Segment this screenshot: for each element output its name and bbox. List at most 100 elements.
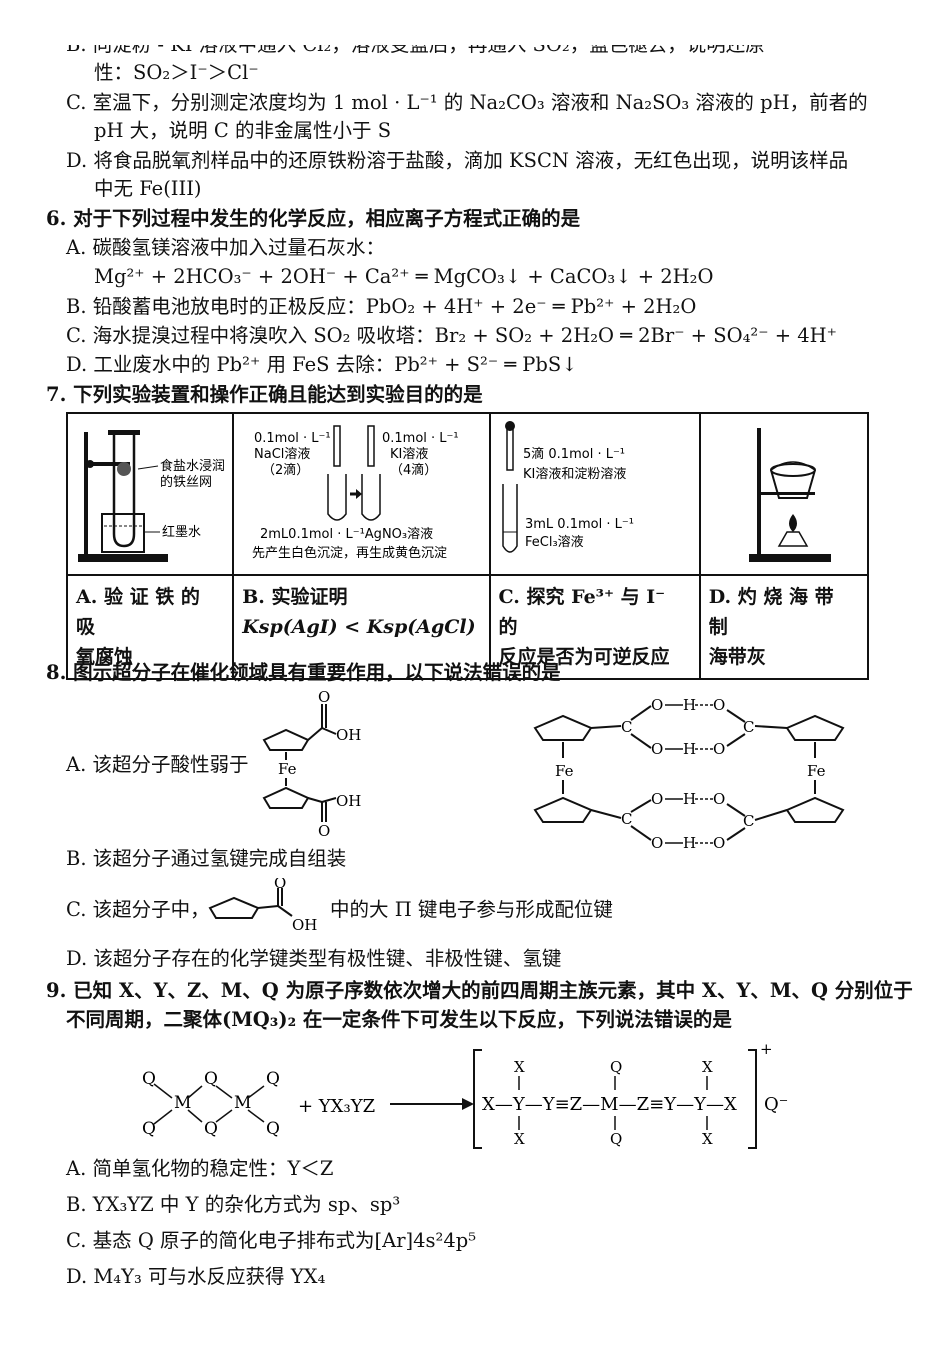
fig-a-label1: 食盐水浸润 (160, 458, 225, 474)
atom-fe: Fe (278, 760, 297, 778)
sub-x2: X (514, 1130, 525, 1148)
atom-h-3: H (683, 790, 696, 808)
dimer-q4: Q (204, 1119, 218, 1139)
q8-option-b: B. 该超分子通过氢键完成自组装 (66, 847, 347, 870)
dimer-m2: M (234, 1093, 251, 1113)
q6-option-a: A. 碳酸氢镁溶液中加入过量石灰水： (66, 236, 385, 259)
fig-c-top1: 5滴 0.1mol · L⁻¹ (523, 446, 625, 462)
fig-a-label3: 红墨水 (162, 524, 201, 540)
q6-option-b: B. 铅酸蓄电池放电时的正极反应：PbO₂ + 4H⁺ + 2e⁻ ═ Pb²⁺… (66, 295, 697, 318)
reagent: + YX₃YZ (298, 1096, 375, 1117)
atom-c-1: C (621, 718, 632, 736)
q9-stem-line1: 9. 已知 X、Y、Z、M、Q 为原子序数依次增大的前四周期主族元素，其中 X、… (46, 979, 913, 1002)
q8-option-d: D. 该超分子存在的化学键类型有极性键、非极性键、氢键 (66, 947, 562, 970)
option-b-cont: 性：SO₂＞I⁻＞Cl⁻ (94, 61, 259, 84)
q8-option-c-post: 中的大 Π 键电子参与形成配位键 (330, 898, 613, 921)
sub-q2: Q (610, 1130, 622, 1148)
q7-figure-c: 5滴 0.1mol · L⁻¹ KI溶液和淀粉溶液 3mL 0.1mol · L… (488, 412, 701, 576)
atom-c-3: C (621, 810, 632, 828)
dimer-m1: M (174, 1093, 191, 1113)
fig-b-left3: （2滴） (262, 462, 309, 478)
q7-figure-d (698, 412, 870, 576)
charge-plus: + (760, 1040, 773, 1058)
fig-a-label2: 的铁丝网 (160, 474, 212, 490)
q7-figure-b: 0.1mol · L⁻¹ NaCl溶液 （2滴） 0.1mol · L⁻¹ KI… (232, 412, 491, 576)
q9-option-a: A. 简单氢化物的稳定性：Y＜Z (66, 1157, 334, 1180)
cap-c-line1: C. 探究 Fe³⁺ 与 I⁻ 的 (498, 586, 666, 638)
fig-b-left1: 0.1mol · L⁻¹ (254, 431, 331, 446)
atom-oh-bottom: OH (336, 792, 361, 810)
fig-b-right1: 0.1mol · L⁻¹ (382, 431, 459, 446)
atom-o-3: O (713, 696, 725, 714)
dimer-q3: Q (204, 1069, 218, 1089)
option-c-line1: C. 室温下，分别测定浓度均为 1 mol · L⁻¹ 的 Na₂CO₃ 溶液和… (66, 91, 868, 114)
q7-caption-a: A. 验 证 铁 的 吸 氧腐蚀 (65, 574, 235, 680)
dimer-q6: Q (266, 1119, 280, 1139)
cap-b-line2: Ksp(AgI) < Ksp(AgCl) (242, 616, 476, 638)
atom-o-8: O (713, 834, 725, 852)
q9-reaction-scheme: Q Q M Q Q M Q Q + YX₃YZ + X—Y—Y≡Z—M—Z≡Y—… (142, 1040, 788, 1149)
fig-c-top2: KI溶液和淀粉溶液 (523, 467, 626, 482)
q6-option-c: C. 海水提溴过程中将溴吹入 SO₂ 吸收塔：Br₂ + SO₂ + 2H₂O … (66, 324, 837, 347)
q9-option-b: B. YX₃YZ 中 Y 的杂化方式为 sp、sp³ (66, 1193, 401, 1216)
q8-option-c-pre: C. 该超分子中， (66, 898, 210, 921)
cap-d-line2: 海带灰 (708, 646, 766, 668)
q7-caption-d: D. 灼 烧 海 带 制 海带灰 (698, 574, 870, 680)
sub-x1: X (514, 1058, 525, 1076)
q9-option-c: C. 基态 Q 原子的简化电子排布式为[Ar]4s²4p⁵ (66, 1229, 477, 1252)
atom-fe-right: Fe (807, 762, 826, 780)
option-d-line2: 中无 Fe(III) (94, 177, 202, 200)
cap-a-line2: 氧腐蚀 (76, 646, 134, 668)
q6-option-a-equation: Mg²⁺ + 2HCO₃⁻ + 2OH⁻ + Ca²⁺ ═ MgCO₃↓ + C… (94, 265, 714, 288)
q7-caption-b: B. 实验证明 Ksp(AgI) < Ksp(AgCl) (232, 574, 491, 680)
anion: Q⁻ (764, 1094, 788, 1115)
option-c-line2: pH 大，说明 C 的非金属性小于 S (94, 119, 392, 142)
q7-apparatus-table: 食盐水浸润 的铁丝网 红墨水 0.1mol · L⁻¹ NaCl溶液 （2滴） … (65, 412, 870, 680)
dimer-q5: Q (266, 1069, 280, 1089)
atom-o-5: O (651, 790, 663, 808)
atom-o-bottom: O (318, 822, 330, 840)
atom-o-6: O (651, 834, 663, 852)
sub-x4: X (702, 1130, 713, 1148)
atom-o-4: O (713, 740, 725, 758)
product-chain: X—Y—Y≡Z—M—Z≡Y—Y—X (482, 1094, 737, 1115)
fig-c-bot1: 3mL 0.1mol · L⁻¹ (525, 517, 634, 532)
cap-c-line2: 反应是否为可逆反应 (498, 646, 670, 668)
fig-c-bot2: FeCl₃溶液 (525, 535, 584, 550)
sub-x3: X (702, 1058, 713, 1076)
atom-o-7: O (713, 790, 725, 808)
option-b-cut: B. 向淀粉 - KI 溶液中通入 Cl₂，溶液变蓝后，再通入 SO₂，蓝色褪去… (66, 33, 765, 56)
q8-stem: 8. 图示超分子在催化领域具有重要作用，以下说法错误的是 (46, 661, 561, 684)
ferrocene-acid-structure: O OH Fe OH O (262, 690, 361, 840)
frag-o: O (274, 878, 286, 892)
atom-fe-left: Fe (555, 762, 574, 780)
atom-c-4: C (743, 812, 754, 830)
cap-b-line1: B. 实验证明 (242, 586, 348, 608)
supramolecule-structure: C O O H O H O C Fe Fe C O O H O (533, 696, 845, 852)
q8-option-a: A. 该超分子酸性弱于 (66, 753, 249, 776)
q9-option-d: D. M₄Y₃ 可与水反应获得 YX₄ (66, 1265, 326, 1288)
cp-cooh-fragment: O OH (208, 878, 317, 934)
cap-a-line1: A. 验 证 铁 的 吸 (76, 586, 200, 638)
dimer-q1: Q (142, 1069, 156, 1089)
sub-q1: Q (610, 1058, 622, 1076)
fig-b-bottom2: 先产生白色沉淀，再生成黄色沉淀 (252, 545, 447, 561)
fig-b-bottom1: 2mL0.1mol · L⁻¹AgNO₃溶液 (260, 527, 433, 542)
frag-oh: OH (292, 916, 317, 934)
q7-stem: 7. 下列实验装置和操作正确且能达到实验目的的是 (46, 383, 483, 406)
cap-d-line1: D. 灼 烧 海 带 制 (708, 586, 834, 638)
q7-figure-a: 食盐水浸润 的铁丝网 红墨水 (65, 412, 235, 576)
atom-h-1: H (683, 696, 696, 714)
q7-caption-c: C. 探究 Fe³⁺ 与 I⁻ 的 反应是否为可逆反应 (488, 574, 701, 680)
option-d-line1: D. 将食品脱氧剂样品中的还原铁粉溶于盐酸，滴加 KSCN 溶液，无红色出现，说… (66, 149, 849, 172)
atom-oh-top: OH (336, 726, 361, 744)
atom-o-1: O (651, 696, 663, 714)
atom-h-2: H (683, 740, 696, 758)
atom-h-4: H (683, 834, 696, 852)
atom-o-top: O (318, 690, 330, 706)
fig-b-right2: KI溶液 (390, 447, 428, 462)
q6-option-d: D. 工业废水中的 Pb²⁺ 用 FeS 去除：Pb²⁺ + S²⁻ ═ PbS… (66, 353, 578, 376)
q6-stem: 6. 对于下列过程中发生的化学反应，相应离子方程式正确的是 (46, 207, 581, 230)
fig-b-right3: （4滴） (390, 462, 437, 478)
